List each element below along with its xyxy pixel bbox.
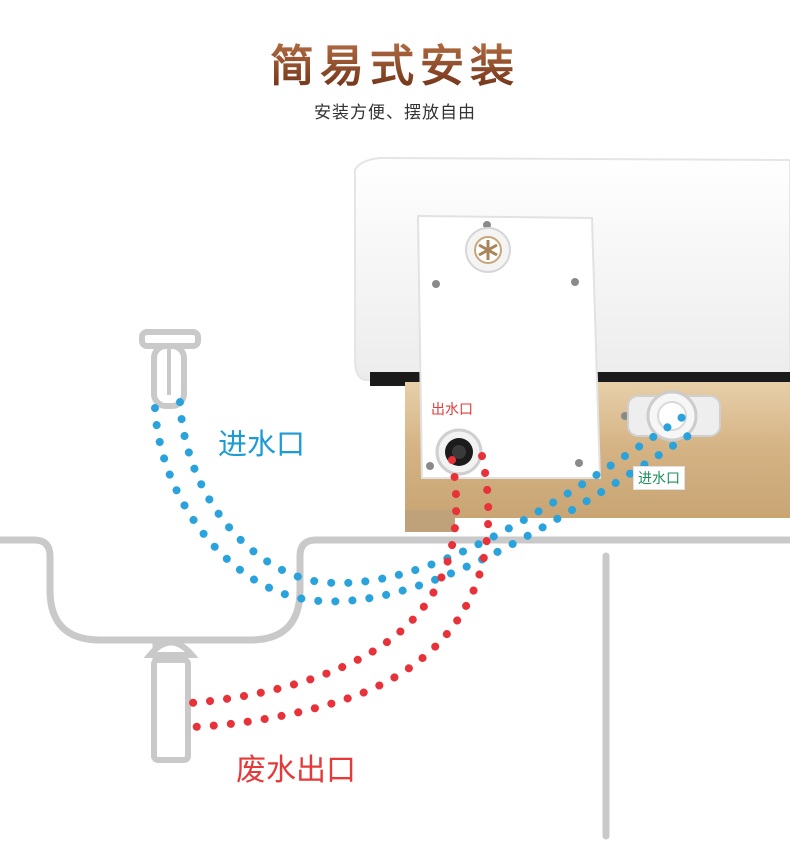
- device: [354, 156, 790, 532]
- page-title: 简易式安装: [0, 30, 790, 94]
- sink-outline: [0, 536, 790, 840]
- outlet-port-icon: [435, 428, 483, 476]
- device-inlet-label: 进水口: [633, 466, 685, 490]
- faucet-icon: [139, 329, 201, 409]
- page-subtitle: 安装方便、摆放自由: [314, 103, 476, 123]
- inlet-label: 进水口: [218, 427, 306, 461]
- device-outlet-label: 出水口: [427, 398, 477, 420]
- inlet-fitting-icon: [627, 390, 721, 442]
- drain-pipe: [143, 639, 199, 763]
- inlet-dotted-line: [151, 398, 704, 606]
- waste-outlet-label: 废水出口: [236, 753, 356, 788]
- waste-dotted-line: [186, 452, 493, 731]
- vent-icon: [465, 227, 511, 273]
